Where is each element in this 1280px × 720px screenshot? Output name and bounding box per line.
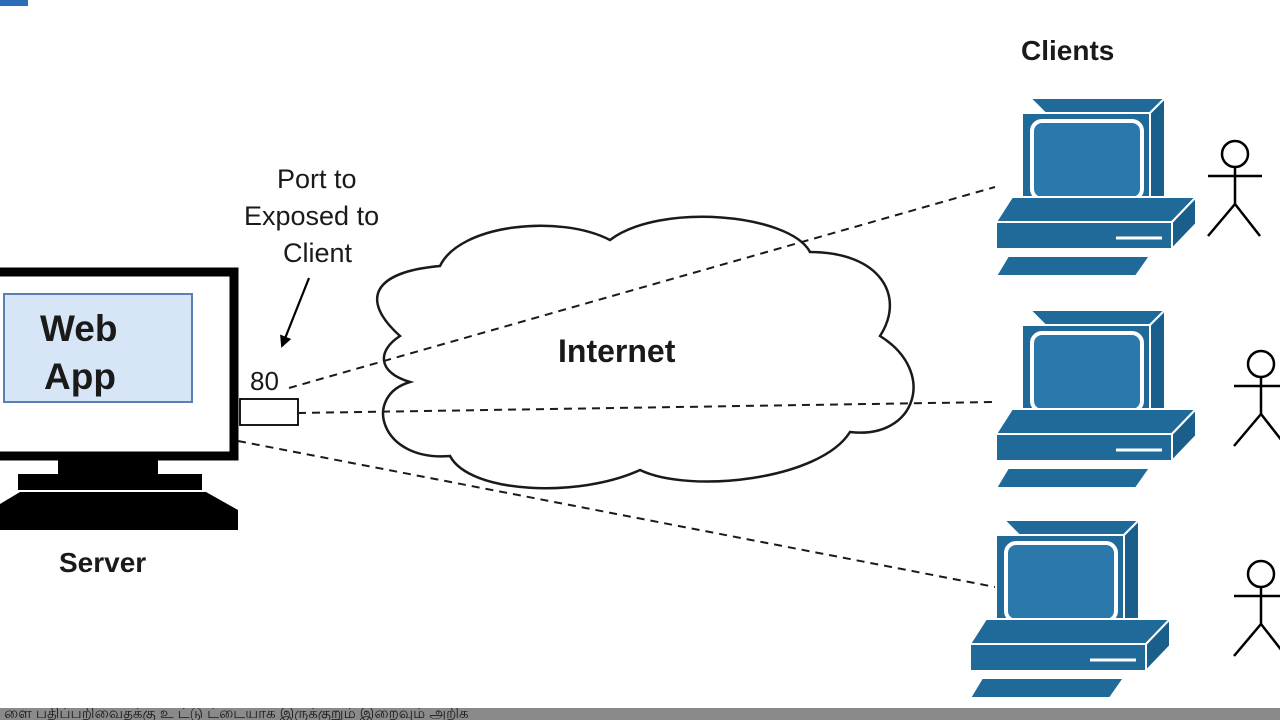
connection-line-middle [297, 401, 996, 414]
cloud-icon [375, 215, 915, 490]
client-computer-icon-1 [994, 96, 1198, 278]
clients-title: Clients [1021, 35, 1115, 66]
port-arrow [280, 277, 311, 348]
connection-line-top [288, 186, 996, 389]
client-computer-icon-3 [968, 518, 1172, 700]
client-computer-icon-2 [994, 308, 1198, 490]
caption-text: ளை பதிப்பறிவைதக்கு உ ட்டு ட்டையாக இருக்க… [4, 708, 469, 720]
internet-label: Internet [558, 333, 676, 369]
corner-mark [0, 0, 28, 6]
user-icon-2 [1232, 349, 1280, 448]
port-box [239, 398, 299, 426]
connection-line-bottom [237, 440, 996, 588]
user-icon-1 [1206, 139, 1264, 238]
web-app-label-line-1: Web [40, 308, 118, 349]
server-label: Server [59, 547, 147, 578]
port-note-line-1: Port to [277, 164, 357, 194]
server-monitor-icon [0, 267, 239, 530]
port-number: 80 [250, 366, 279, 396]
port-note-line-2: Exposed to [244, 201, 380, 231]
connection-lines [237, 186, 996, 588]
port-note-line-3: Client [283, 238, 353, 268]
caption-strip: ளை பதிப்பறிவைதக்கு உ ட்டு ட்டையாக இருக்க… [0, 708, 1280, 720]
user-icon-3 [1232, 559, 1280, 658]
web-app-label-line-2: App [44, 356, 116, 397]
